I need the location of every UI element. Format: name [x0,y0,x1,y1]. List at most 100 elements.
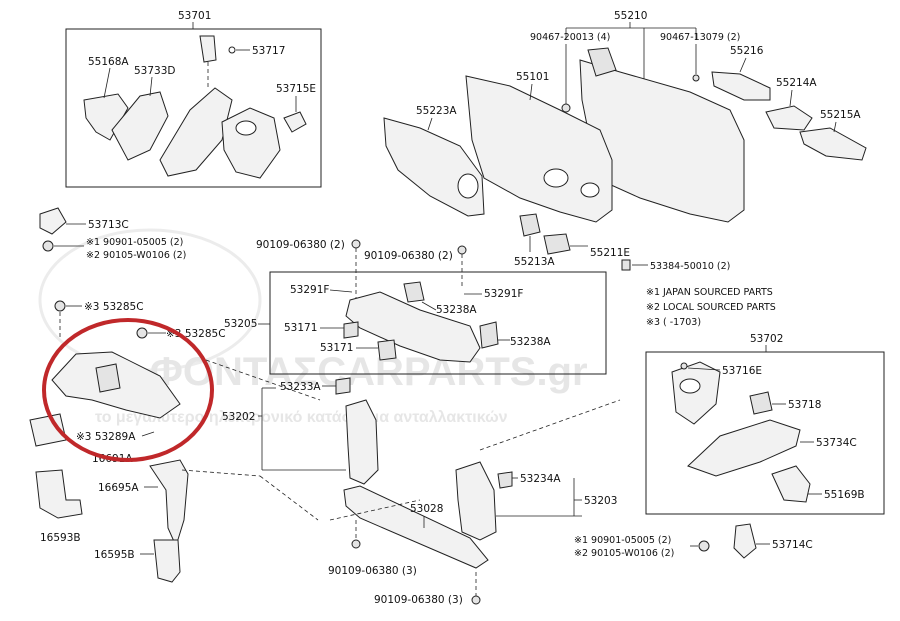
label-90467-13079[interactable]: 90467-13079 (2) [660,32,740,43]
label-55169B[interactable]: 55169B [824,489,865,501]
label-53205[interactable]: 53205 [224,318,257,330]
bolt-90109-d[interactable] [471,595,481,605]
part-apron-53701[interactable] [159,87,233,177]
highlight-circle [42,318,214,462]
bolt-90901-right[interactable] [698,540,710,552]
label-53233A[interactable]: 53233A [280,381,321,393]
part-53171-a[interactable] [343,321,359,339]
label-90105-left[interactable]: ※2 90105-W0106 (2) [86,250,186,261]
label-90109-c[interactable]: 90109-06380 (3) [328,565,417,577]
part-16595B[interactable] [153,539,181,583]
part-55169B[interactable] [771,465,811,503]
label-53238A-b[interactable]: 53238A [510,336,551,348]
label-55210[interactable]: 55210 [614,10,647,22]
label-53384-50010[interactable]: 53384-50010 (2) [650,261,730,272]
label-90109-d[interactable]: 90109-06380 (3) [374,594,463,606]
label-53716E[interactable]: 53716E [722,365,762,377]
label-90901-right[interactable]: ※1 90901-05005 (2) [574,535,671,546]
label-55213A[interactable]: 55213A [514,256,555,268]
label-53171-b[interactable]: 53171 [320,342,353,354]
label-16695A[interactable]: 16695A [98,482,139,494]
label-53291F-a[interactable]: 53291F [290,284,329,296]
label-90467-20013[interactable]: 90467-20013 (4) [530,32,610,43]
part-53203[interactable] [455,461,497,541]
watermark: ΦΟΝΤΑΣCARPARTS.gr το μεγαλύτερο ηλεκτρον… [38,228,588,426]
bolt-90901[interactable] [42,240,54,252]
label-53289A[interactable]: ※3 53289A [76,431,136,443]
part-bracket-53701[interactable] [199,35,217,63]
clip-90467-20013[interactable] [561,103,571,113]
part-53713C[interactable] [39,207,67,235]
part-16593B[interactable] [35,469,83,519]
label-55211E[interactable]: 55211E [590,247,630,259]
label-55168A[interactable]: 55168A [88,56,129,68]
part-55215A[interactable] [799,127,867,161]
label-90901-left[interactable]: ※1 90901-05005 (2) [86,237,183,248]
label-53715E[interactable]: 53715E [276,83,316,95]
label-53718[interactable]: 53718 [788,399,821,411]
clip-53285C-b[interactable] [136,327,148,339]
part-16695A[interactable] [149,459,189,548]
label-53202[interactable]: 53202 [222,411,255,423]
label-16593B[interactable]: 16593B [40,532,81,544]
label-16595B[interactable]: 16595B [94,549,135,561]
label-53714C[interactable]: 53714C [772,539,813,551]
part-53238A-b[interactable] [479,321,499,349]
part-53733D[interactable] [111,91,169,161]
label-90105-right[interactable]: ※2 90105-W0106 (2) [574,548,674,559]
part-55223A[interactable] [383,117,485,217]
label-53713C[interactable]: 53713C [88,219,129,231]
label-55216[interactable]: 55216 [730,45,764,57]
clip-53384-50010[interactable] [621,259,631,271]
part-53202[interactable] [345,399,379,485]
part-53171-b[interactable] [377,339,397,361]
watermark-brand: ΦΟΝΤΑΣCARPARTS.gr [150,350,588,394]
group-55210: 55210 90467-20013 (4) 90467-13079 (2) 55… [383,10,867,272]
label-53291F-b[interactable]: 53291F [484,288,523,300]
label-90109-a[interactable]: 90109-06380 (2) [256,239,345,251]
label-55223A[interactable]: 55223A [416,105,457,117]
label-55215A[interactable]: 55215A [820,109,861,121]
label-53234A[interactable]: 53234A [520,473,561,485]
clip-53285C-a[interactable] [54,300,66,312]
label-90109-b[interactable]: 90109-06380 (2) [364,250,453,262]
label-55101[interactable]: 55101 [516,71,549,83]
label-53734C[interactable]: 53734C [816,437,857,449]
bolt-90109-c[interactable] [351,539,361,549]
part-53716E[interactable] [680,362,688,370]
part-55213A[interactable] [519,213,541,237]
part-shock-tower[interactable] [221,107,281,179]
part-53234A[interactable] [497,471,513,489]
bolt-90109-a[interactable] [351,239,361,249]
label-53717[interactable]: 53717 [252,45,285,57]
group-53202: 53233A 53202 [222,377,379,485]
label-53171-a[interactable]: 53171 [284,322,317,334]
part-53714C[interactable] [733,523,757,559]
part-53238A-a[interactable] [403,281,425,303]
label-55214A[interactable]: 55214A [776,77,817,89]
label-53203[interactable]: 53203 [584,495,617,507]
part-55216[interactable] [711,71,771,101]
part-55211E[interactable] [543,233,571,255]
group-radiator-support-left: ※3 53285C ※3 53285C ※3 53289A 16691A 166… [29,300,319,583]
part-55214A[interactable] [765,105,813,131]
part-53028[interactable] [343,485,489,569]
label-53285C-a[interactable]: ※3 53285C [84,301,144,313]
label-53733D[interactable]: 53733D [134,65,176,77]
label-53702[interactable]: 53702 [750,333,783,345]
part-53718[interactable] [749,391,773,415]
part-53717[interactable] [228,46,236,54]
part-55101[interactable] [465,75,613,223]
part-53233A[interactable] [335,377,351,395]
legend-local: ※2 LOCAL SOURCED PARTS [646,302,776,313]
bolt-90109-b[interactable] [457,245,467,255]
part-53734C[interactable] [687,419,801,477]
label-53238A-a[interactable]: 53238A [436,304,477,316]
clip-90467-13079[interactable] [692,74,700,82]
label-53701[interactable]: 53701 [178,10,211,22]
part-55168A[interactable] [83,93,129,141]
label-53028[interactable]: 53028 [410,503,443,515]
part-53715E[interactable] [283,111,307,133]
part-apron-53702[interactable] [671,361,721,425]
